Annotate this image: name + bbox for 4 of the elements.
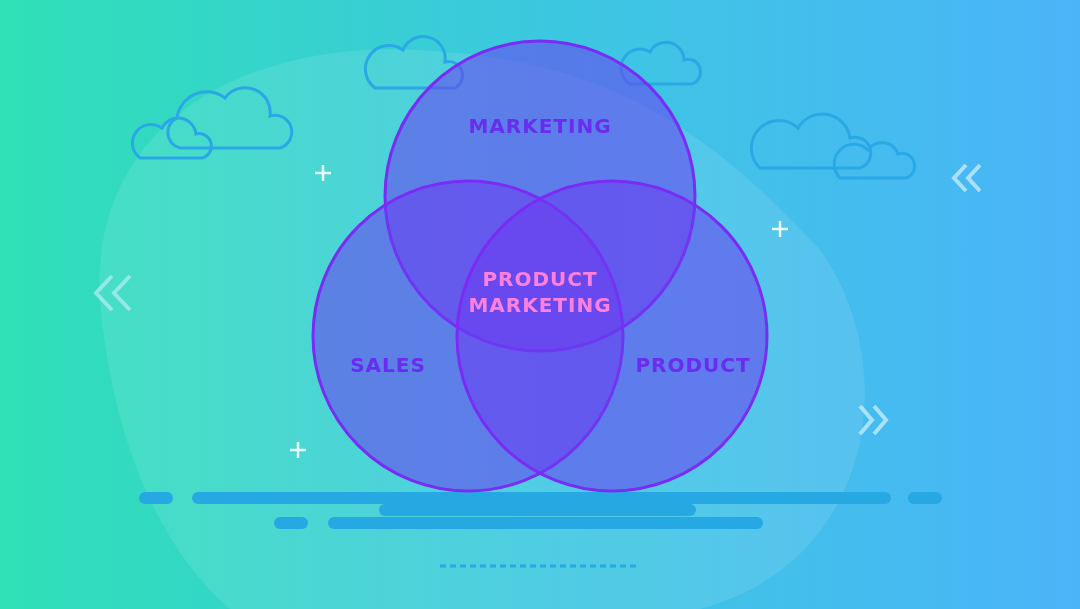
circle-label: PRODUCT xyxy=(635,353,751,377)
overlap-label: PRODUCT MARKETING xyxy=(467,266,613,318)
circle-label: MARKETING xyxy=(468,114,612,138)
circle-label: SALES xyxy=(350,353,426,377)
